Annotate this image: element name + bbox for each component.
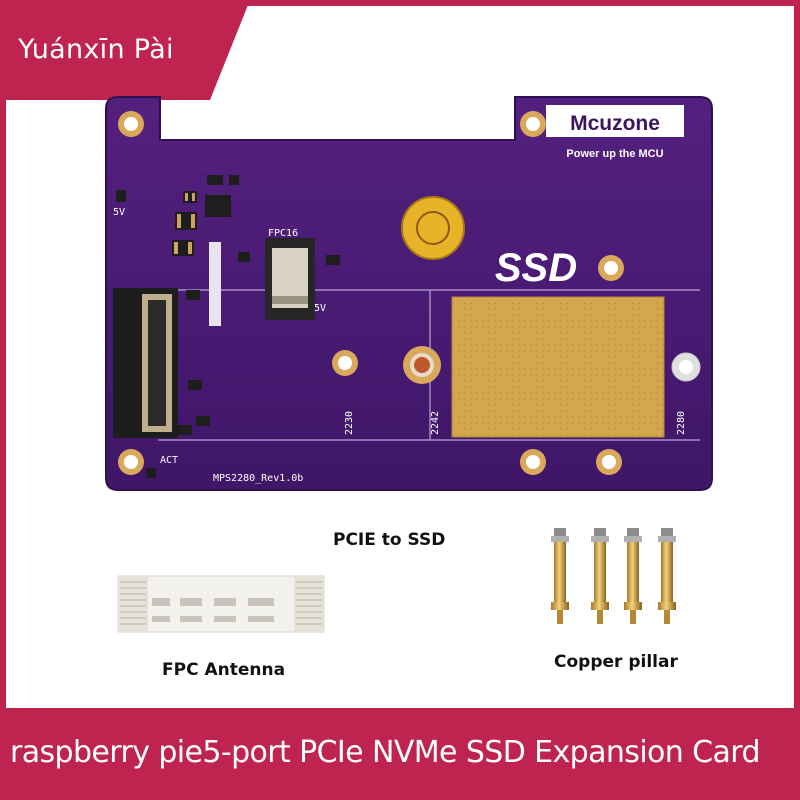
fpc-ribbon-cable <box>117 575 325 633</box>
silk-2230: 2230 <box>344 411 355 435</box>
brand-banner-text: Yuánxīn Pài <box>18 34 174 65</box>
silk-2280: 2280 <box>676 411 687 435</box>
mounting-holes <box>118 111 701 475</box>
silk-5v-conn: 5V <box>314 303 326 314</box>
title-bar <box>0 708 800 800</box>
fpc-slot <box>209 242 221 326</box>
logo-text: Mcuzone <box>570 112 660 135</box>
silk-2242: 2242 <box>430 411 441 435</box>
caption-copper-pillar: Copper pillar <box>554 652 678 672</box>
qc-sticker <box>401 196 465 260</box>
logo-box <box>546 105 684 137</box>
ssd-text: SSD <box>495 246 577 290</box>
tagline-text: Power up the MCU <box>566 148 663 160</box>
title-bar-text: raspberry pie5-port PCIe NVMe SSD Expans… <box>10 735 761 770</box>
silk-fpc16: FPC16 <box>268 228 298 239</box>
caption-fpc-antenna: FPC Antenna <box>162 660 286 680</box>
silk-rev: MPS2280_Rev1.0b <box>213 473 303 484</box>
brand-banner <box>0 0 250 100</box>
silk-act: ACT <box>160 455 178 466</box>
caption-pcie: PCIE to SSD <box>333 530 446 550</box>
copper-pillars <box>551 528 676 624</box>
silk-5v-left: 5V <box>113 207 125 218</box>
